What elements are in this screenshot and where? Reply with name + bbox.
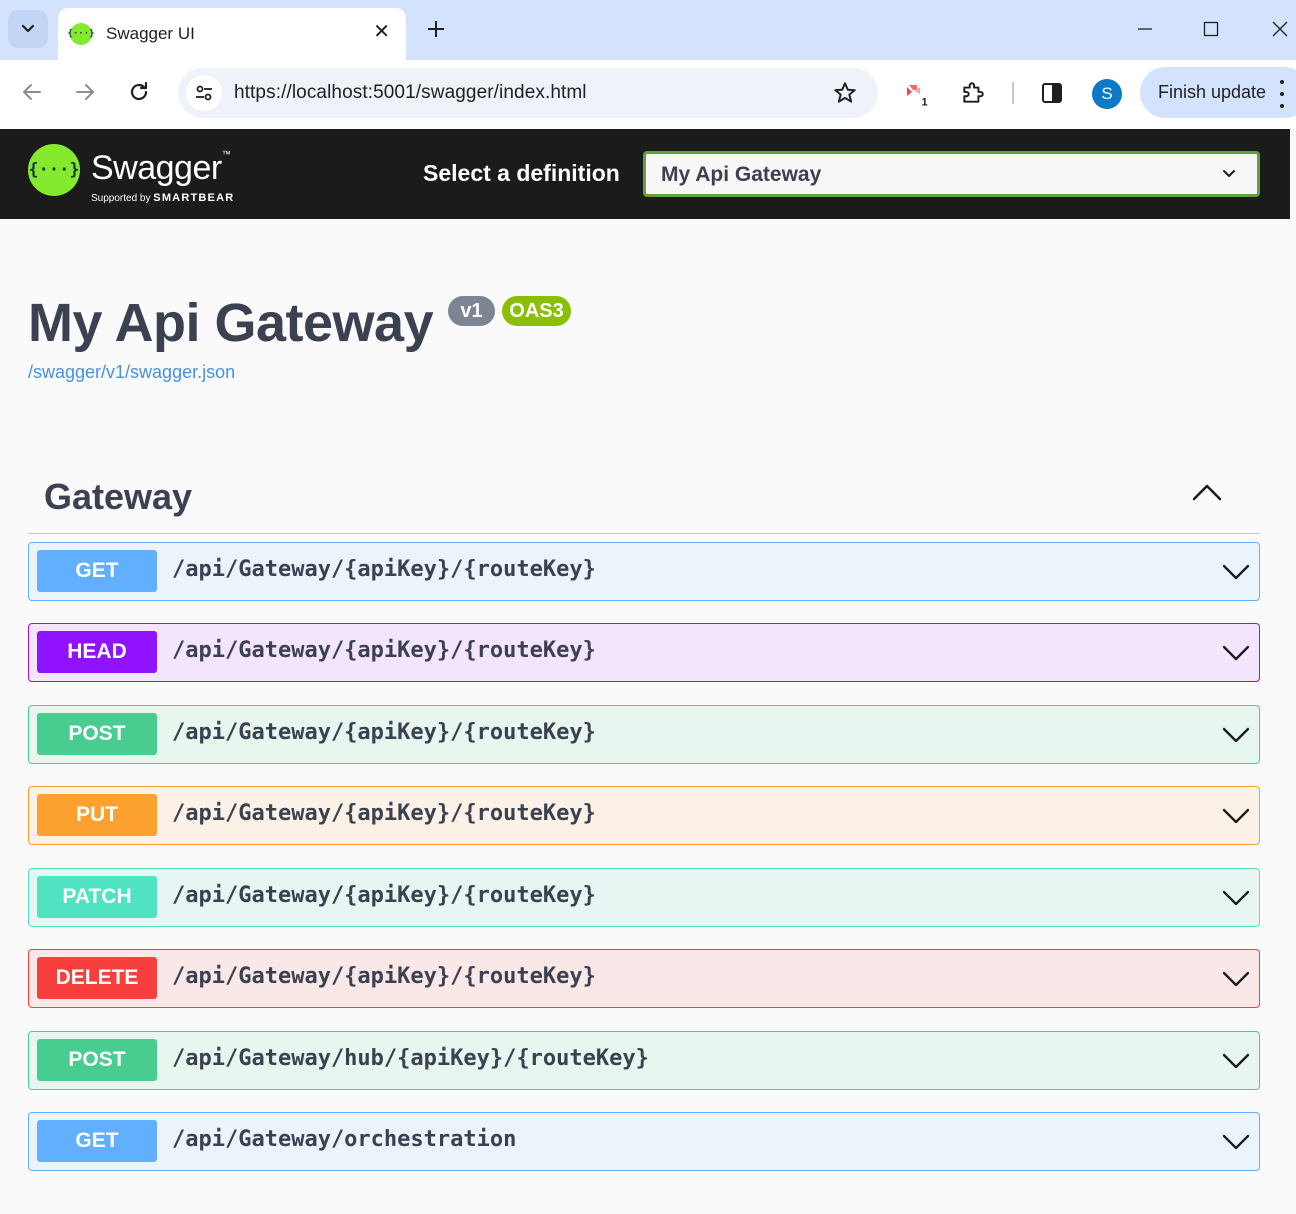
close-icon: [1272, 21, 1288, 37]
reload-button[interactable]: [121, 74, 157, 110]
method-badge: GET: [37, 550, 157, 592]
definition-select-value: My Api Gateway: [661, 163, 822, 186]
operation-path: /api/Gateway/{apiKey}/{routeKey}: [172, 557, 596, 582]
operation-patch[interactable]: PATCH/api/Gateway/{apiKey}/{routeKey}: [28, 868, 1260, 927]
minimize-icon: [1138, 28, 1152, 30]
tune-icon: [196, 85, 212, 101]
tab-search-button[interactable]: [8, 10, 48, 48]
operation-get[interactable]: GET/api/Gateway/{apiKey}/{routeKey}: [28, 542, 1260, 601]
url-text[interactable]: https://localhost:5001/swagger/index.htm…: [234, 82, 587, 103]
reload-icon: [130, 81, 148, 101]
maximize-button[interactable]: [1196, 14, 1226, 44]
operation-path: /api/Gateway/{apiKey}/{routeKey}: [172, 801, 596, 826]
method-badge: HEAD: [37, 631, 157, 673]
extension-button[interactable]: 1: [899, 76, 933, 110]
chevron-down-icon[interactable]: [1221, 721, 1251, 747]
plus-icon: [428, 21, 444, 37]
definition-label: Select a definition: [423, 160, 620, 186]
operation-path: /api/Gateway/hub/{apiKey}/{routeKey}: [172, 1046, 649, 1071]
swagger-logo-icon: {···}: [28, 144, 80, 196]
operation-post[interactable]: POST/api/Gateway/{apiKey}/{routeKey}: [28, 705, 1260, 764]
swagger-logo-name: Swagger: [91, 149, 222, 187]
finish-update-button[interactable]: Finish update: [1140, 67, 1296, 118]
operation-head[interactable]: HEAD/api/Gateway/{apiKey}/{routeKey}: [28, 623, 1260, 682]
browser-menu-kebab-icon[interactable]: [1276, 80, 1288, 108]
chevron-down-icon[interactable]: [1221, 639, 1251, 665]
tab-close-icon[interactable]: ✕: [373, 21, 390, 43]
swagger-logo-text[interactable]: Swagger™: [91, 149, 231, 188]
method-badge: POST: [37, 1039, 157, 1081]
operation-path: /api/Gateway/orchestration: [172, 1127, 517, 1152]
chevron-up-icon[interactable]: [1192, 482, 1222, 502]
swagger-topbar: {···} Swagger™ Supported by SMARTBEAR Se…: [0, 129, 1290, 219]
tag-section-header[interactable]: Gateway: [28, 460, 1260, 534]
extensions-menu-button[interactable]: [956, 76, 990, 110]
method-badge: POST: [37, 713, 157, 755]
chevron-down-icon[interactable]: [1221, 802, 1251, 828]
oas-badge: OAS3: [502, 296, 571, 326]
side-panel-icon: [1042, 83, 1062, 103]
chevron-down-icon[interactable]: [1221, 965, 1251, 991]
operation-path: /api/Gateway/{apiKey}/{routeKey}: [172, 638, 596, 663]
logo-sub-brand: SMARTBEAR: [153, 192, 235, 204]
swagger-favicon-icon: {···}: [67, 23, 95, 45]
operation-path: /api/Gateway/{apiKey}/{routeKey}: [172, 720, 596, 745]
browser-toolbar: https://localhost:5001/swagger/index.htm…: [0, 60, 1296, 129]
browser-tab[interactable]: {···} Swagger UI ✕: [58, 8, 406, 60]
logo-sub-prefix: Supported by: [91, 193, 151, 204]
chevron-down-icon: [1223, 170, 1235, 177]
method-badge: DELETE: [37, 957, 157, 999]
spec-json-link[interactable]: /swagger/v1/swagger.json: [28, 362, 236, 382]
chevron-down-icon[interactable]: [1221, 1047, 1251, 1073]
profile-avatar[interactable]: S: [1092, 79, 1122, 109]
trademark-mark: ™: [221, 149, 231, 159]
extension-badge-count: 1: [921, 97, 927, 109]
chevron-down-icon[interactable]: [1221, 558, 1251, 584]
finish-update-label: Finish update: [1158, 82, 1267, 102]
side-panel-button[interactable]: [1035, 76, 1069, 110]
api-title: My Api Gateway: [28, 293, 434, 353]
browser-tab-strip: {···} Swagger UI ✕: [0, 0, 1296, 60]
forward-button[interactable]: [67, 74, 103, 110]
back-button[interactable]: [14, 74, 50, 110]
puzzle-icon: [963, 82, 984, 103]
arrow-right-icon: [76, 84, 94, 100]
new-tab-button[interactable]: [420, 13, 452, 45]
operation-get[interactable]: GET/api/Gateway/orchestration: [28, 1112, 1260, 1171]
operation-path: /api/Gateway/{apiKey}/{routeKey}: [172, 964, 596, 989]
version-badge: v1: [448, 296, 495, 326]
close-window-button[interactable]: [1265, 14, 1295, 44]
tag-name: Gateway: [44, 476, 193, 517]
minimize-button[interactable]: [1130, 14, 1160, 44]
operation-path: /api/Gateway/{apiKey}/{routeKey}: [172, 883, 596, 908]
method-badge: PATCH: [37, 876, 157, 918]
extension-badge-icon: 1: [907, 85, 931, 109]
bookmark-star-button[interactable]: [832, 80, 858, 111]
maximize-icon: [1203, 21, 1219, 37]
site-info-button[interactable]: [186, 75, 222, 111]
star-icon: [834, 82, 856, 103]
tab-title: Swagger UI: [106, 24, 195, 43]
chevron-down-icon[interactable]: [1221, 1128, 1251, 1154]
method-badge: GET: [37, 1120, 157, 1162]
toolbar-divider: [1012, 82, 1014, 104]
operation-post[interactable]: POST/api/Gateway/hub/{apiKey}/{routeKey}: [28, 1031, 1260, 1090]
chevron-down-icon: [21, 24, 35, 33]
operation-put[interactable]: PUT/api/Gateway/{apiKey}/{routeKey}: [28, 786, 1260, 845]
swagger-logo-subtitle: Supported by SMARTBEAR: [91, 192, 234, 204]
arrow-left-icon: [23, 84, 41, 100]
address-bar[interactable]: https://localhost:5001/swagger/index.htm…: [178, 68, 878, 118]
method-badge: PUT: [37, 794, 157, 836]
operation-delete[interactable]: DELETE/api/Gateway/{apiKey}/{routeKey}: [28, 949, 1260, 1008]
definition-select[interactable]: My Api Gateway: [643, 151, 1260, 197]
chevron-down-icon[interactable]: [1221, 884, 1251, 910]
